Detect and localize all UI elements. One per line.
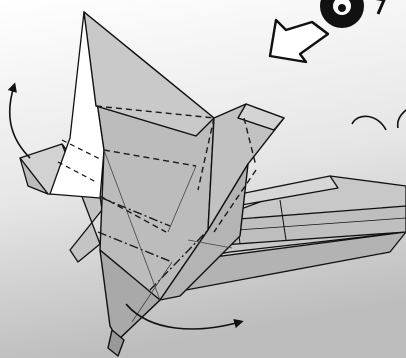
origami-diagram [0,0,406,358]
origami-instruction-step [0,0,406,358]
